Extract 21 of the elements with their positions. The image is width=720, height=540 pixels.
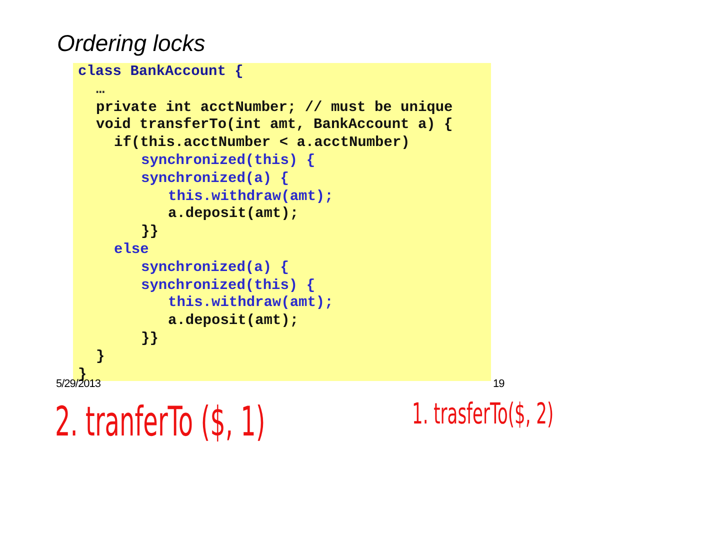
handwritten-note: 1. trasferTo($, 2) xyxy=(412,398,554,432)
code-line: a.deposit(amt); xyxy=(168,313,299,330)
code-line: this.withdraw(amt); xyxy=(168,188,334,205)
code-line: … xyxy=(96,82,105,98)
code-line: else xyxy=(114,242,149,258)
slide-title: Ordering locks xyxy=(57,30,206,57)
code-line: } xyxy=(96,348,105,365)
code-line: synchronized(this) { xyxy=(141,153,316,169)
code-line: synchronized(a) { xyxy=(141,260,289,276)
slide-number: 19 xyxy=(493,378,504,390)
code-line: a.deposit(amt); xyxy=(168,206,299,222)
code-line: synchronized(a) { xyxy=(141,170,289,187)
code-line: this.withdraw(amt); xyxy=(168,295,334,312)
code-line: synchronized(this) { xyxy=(141,278,316,294)
handwritten-note: 2. tranferTo ($, 1) xyxy=(55,398,266,446)
code-line: class BankAccount { xyxy=(78,64,244,80)
code-line: void transferTo(int amt, BankAccount a) { xyxy=(96,117,453,134)
code-line: if(this.acctNumber < a.acctNumber) xyxy=(114,135,410,152)
code-line: }} xyxy=(141,224,158,240)
code-line: private int acctNumber; // must be unique xyxy=(96,100,453,116)
code-line: }} xyxy=(141,331,158,347)
